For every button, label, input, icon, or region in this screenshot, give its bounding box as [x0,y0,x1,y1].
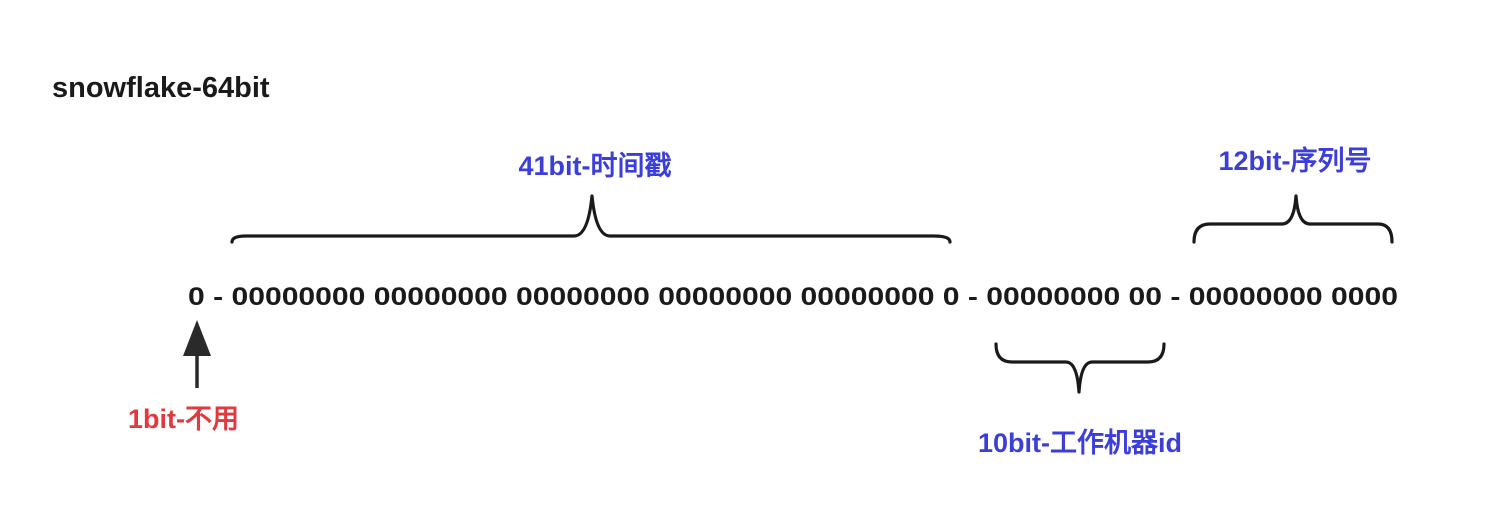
sequence-label: 12bit-序列号 [1218,145,1371,176]
diagram-title: snowflake-64bit [52,72,270,104]
arrow-up-icon [183,320,211,388]
worker-brace [994,342,1166,394]
timestamp-brace [230,194,952,244]
timestamp-label: 41bit-时间戳 [518,151,671,181]
worker-label: 10bit-工作机器id [978,428,1182,458]
sequence-brace [1192,194,1394,244]
sign-label: 1bit-不用 [128,404,239,434]
bit-layout-line: 0 - 00000000 00000000 00000000 00000000 … [188,283,1398,311]
